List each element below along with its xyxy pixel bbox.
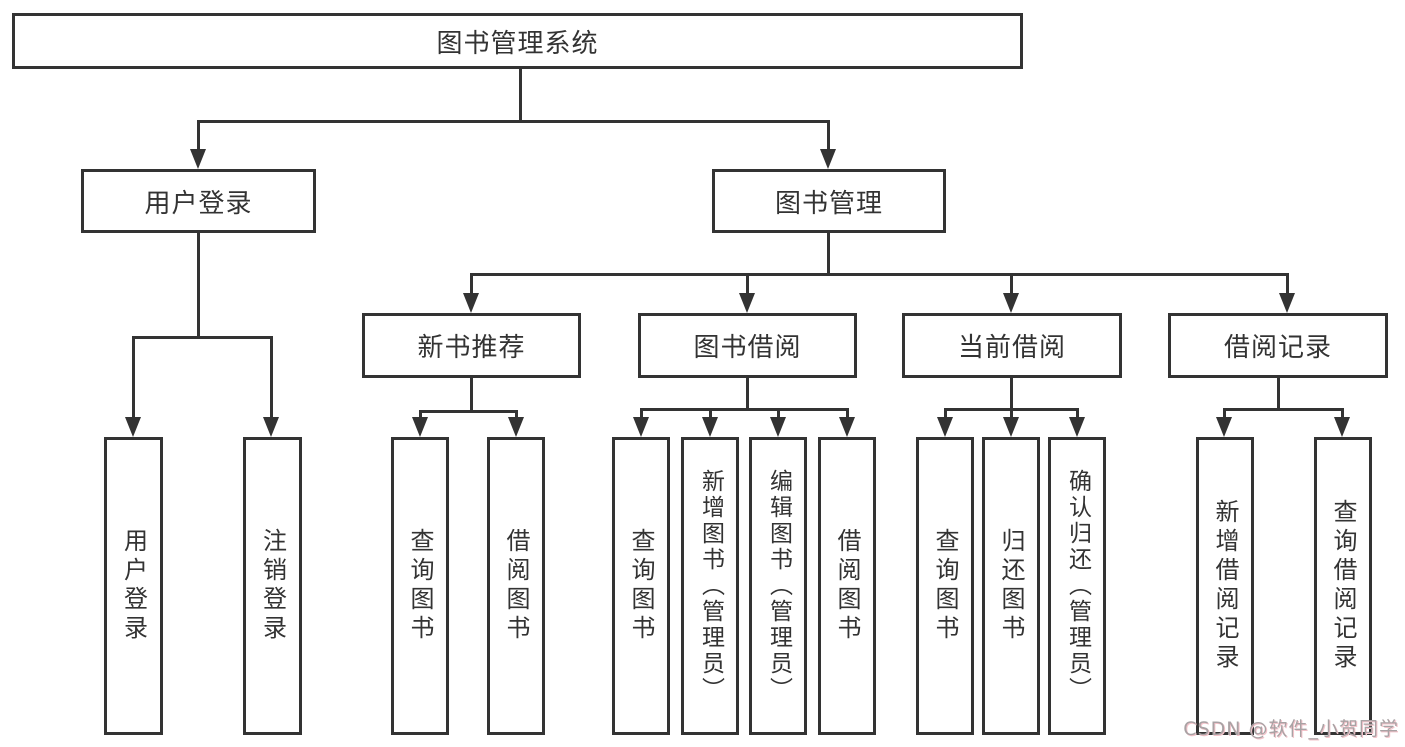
node-book-borrowing: 图书借阅 (638, 313, 857, 378)
node-book-borrowing-label: 图书借阅 (693, 333, 802, 363)
arrow-down-icon (412, 417, 428, 437)
node-new-book-recommendation: 新书推荐 (362, 313, 581, 378)
connector-line (470, 273, 1288, 276)
connector-line (1010, 378, 1013, 408)
leaf-add-borrow-record: 新增借阅记录 (1196, 437, 1254, 735)
leaf-logout-label: 注销登录 (258, 528, 287, 644)
leaf-logout: 注销登录 (243, 437, 302, 735)
arrow-down-icon (1279, 293, 1295, 313)
leaf-query-borrow-record-label: 查询借阅记录 (1329, 499, 1357, 673)
connector-line (197, 120, 830, 123)
node-user-login-label: 用户登录 (144, 188, 253, 219)
node-root: 图书管理系统 (12, 13, 1023, 69)
node-user-login: 用户登录 (81, 169, 316, 233)
leaf-query-books-1-label: 查询图书 (406, 528, 434, 644)
connector-line (197, 120, 200, 150)
node-borrowing-records-label: 借阅记录 (1223, 333, 1332, 363)
leaf-query-books-3-label: 查询图书 (931, 528, 959, 644)
connector-line (640, 408, 849, 411)
leaf-return-books: 归还图书 (982, 437, 1040, 735)
leaf-add-borrow-record-label: 新增借阅记录 (1211, 499, 1239, 673)
leaf-add-books-admin: 新增图书（管理员） (681, 437, 739, 735)
connector-line (1277, 378, 1280, 408)
arrow-down-icon (839, 417, 855, 437)
arrow-down-icon (702, 417, 718, 437)
leaf-query-books-2: 查询图书 (612, 437, 670, 735)
connector-line (132, 336, 273, 339)
leaf-borrow-books-2-label: 借阅图书 (833, 528, 861, 644)
arrow-down-icon (739, 293, 755, 313)
arrow-down-icon (190, 149, 206, 169)
arrow-down-icon (508, 417, 524, 437)
node-current-borrowing-label: 当前借阅 (957, 333, 1066, 363)
connector-line (846, 408, 849, 418)
leaf-borrow-books-1-label: 借阅图书 (502, 528, 530, 644)
node-root-label: 图书管理系统 (436, 28, 599, 59)
leaf-return-books-label: 归还图书 (997, 528, 1025, 644)
arrow-down-icon (1334, 417, 1350, 437)
connector-line (1076, 408, 1079, 418)
arrow-down-icon (633, 417, 649, 437)
connector-line (827, 120, 830, 150)
node-borrowing-records: 借阅记录 (1168, 313, 1388, 378)
connector-line (944, 408, 947, 418)
connector-line (1286, 273, 1289, 293)
leaf-add-books-admin-label: 新增图书（管理员） (697, 469, 724, 703)
leaf-borrow-books-2: 借阅图书 (818, 437, 876, 735)
connector-line (419, 410, 422, 418)
connector-line (419, 410, 518, 413)
connector-line (519, 69, 522, 120)
connector-line (827, 233, 830, 273)
connector-line (270, 336, 273, 417)
node-book-management-label: 图书管理 (774, 188, 883, 219)
leaf-query-books-2-label: 查询图书 (627, 528, 655, 644)
arrow-down-icon (1216, 417, 1232, 437)
arrow-down-icon (125, 417, 141, 437)
leaf-query-books-3: 查询图书 (916, 437, 974, 735)
connector-line (470, 273, 473, 293)
leaf-confirm-return-admin: 确认归还（管理员） (1048, 437, 1106, 735)
arrow-down-icon (937, 417, 953, 437)
connector-line (1010, 408, 1013, 418)
node-book-management: 图书管理 (712, 169, 946, 233)
connector-line (640, 408, 643, 418)
leaf-confirm-return-admin-label: 确认归还（管理员） (1064, 469, 1091, 703)
connector-line (1223, 408, 1344, 411)
watermark: CSDN @软件_小贺同学 (1183, 718, 1399, 740)
connector-line (132, 336, 135, 417)
connector-line (197, 233, 200, 336)
arrow-down-icon (1003, 293, 1019, 313)
node-current-borrowing: 当前借阅 (902, 313, 1122, 378)
connector-line (515, 410, 518, 418)
connector-line (709, 408, 712, 418)
connector-line (1341, 408, 1344, 418)
connector-line (470, 378, 473, 410)
arrow-down-icon (263, 417, 279, 437)
leaf-edit-books-admin-label: 编辑图书（管理员） (765, 469, 792, 703)
leaf-query-borrow-record: 查询借阅记录 (1314, 437, 1372, 735)
connector-line (1223, 408, 1226, 418)
arrow-down-icon (820, 149, 836, 169)
leaf-edit-books-admin: 编辑图书（管理员） (749, 437, 807, 735)
connector-line (746, 273, 749, 293)
node-new-book-recommendation-label: 新书推荐 (417, 333, 526, 363)
leaf-user-login-label: 用户登录 (119, 528, 148, 644)
connector-line (777, 408, 780, 418)
connector-line (1010, 273, 1013, 293)
leaf-user-login: 用户登录 (104, 437, 163, 735)
connector-line (746, 378, 749, 408)
arrow-down-icon (1003, 417, 1019, 437)
arrow-down-icon (770, 417, 786, 437)
arrow-down-icon (1069, 417, 1085, 437)
leaf-borrow-books-1: 借阅图书 (487, 437, 545, 735)
leaf-query-books-1: 查询图书 (391, 437, 449, 735)
arrow-down-icon (463, 293, 479, 313)
